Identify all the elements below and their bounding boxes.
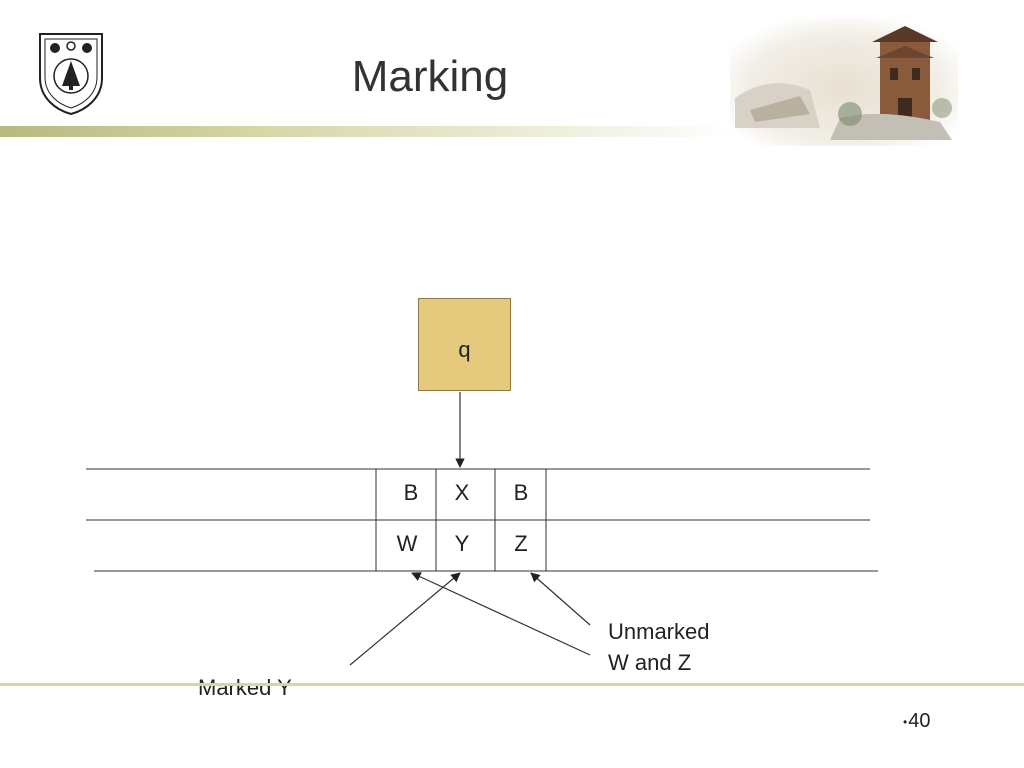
slide-title: Marking bbox=[351, 52, 509, 101]
tape-cell: B bbox=[513, 480, 529, 505]
unmarked-w-arrow bbox=[411, 572, 591, 656]
tape-cell: W bbox=[396, 531, 418, 556]
header-rule bbox=[0, 126, 735, 137]
tape-cell: B bbox=[403, 480, 419, 505]
page-number-value: 40 bbox=[908, 710, 931, 732]
state-label: q bbox=[458, 337, 471, 362]
unmarked-label: Unmarked W and Z bbox=[608, 616, 709, 678]
unmarked-label-line1: Unmarked bbox=[608, 619, 710, 644]
university-seal-icon bbox=[39, 33, 103, 116]
tape-cell: Z bbox=[514, 531, 528, 556]
tape-cell: Y bbox=[454, 531, 470, 556]
bullet-icon: • bbox=[903, 714, 908, 729]
tape-cell: X bbox=[454, 480, 470, 505]
unmarked-label-line2: W and Z bbox=[608, 650, 692, 675]
unmarked-z-arrow bbox=[530, 572, 591, 626]
state-box: q bbox=[418, 298, 511, 391]
footer-rule bbox=[0, 683, 1024, 686]
marked-label: Marked Y bbox=[198, 675, 292, 700]
page-number: •40 bbox=[903, 710, 930, 733]
marked-y-arrow bbox=[349, 572, 461, 666]
campus-tower-photo bbox=[730, 18, 958, 146]
